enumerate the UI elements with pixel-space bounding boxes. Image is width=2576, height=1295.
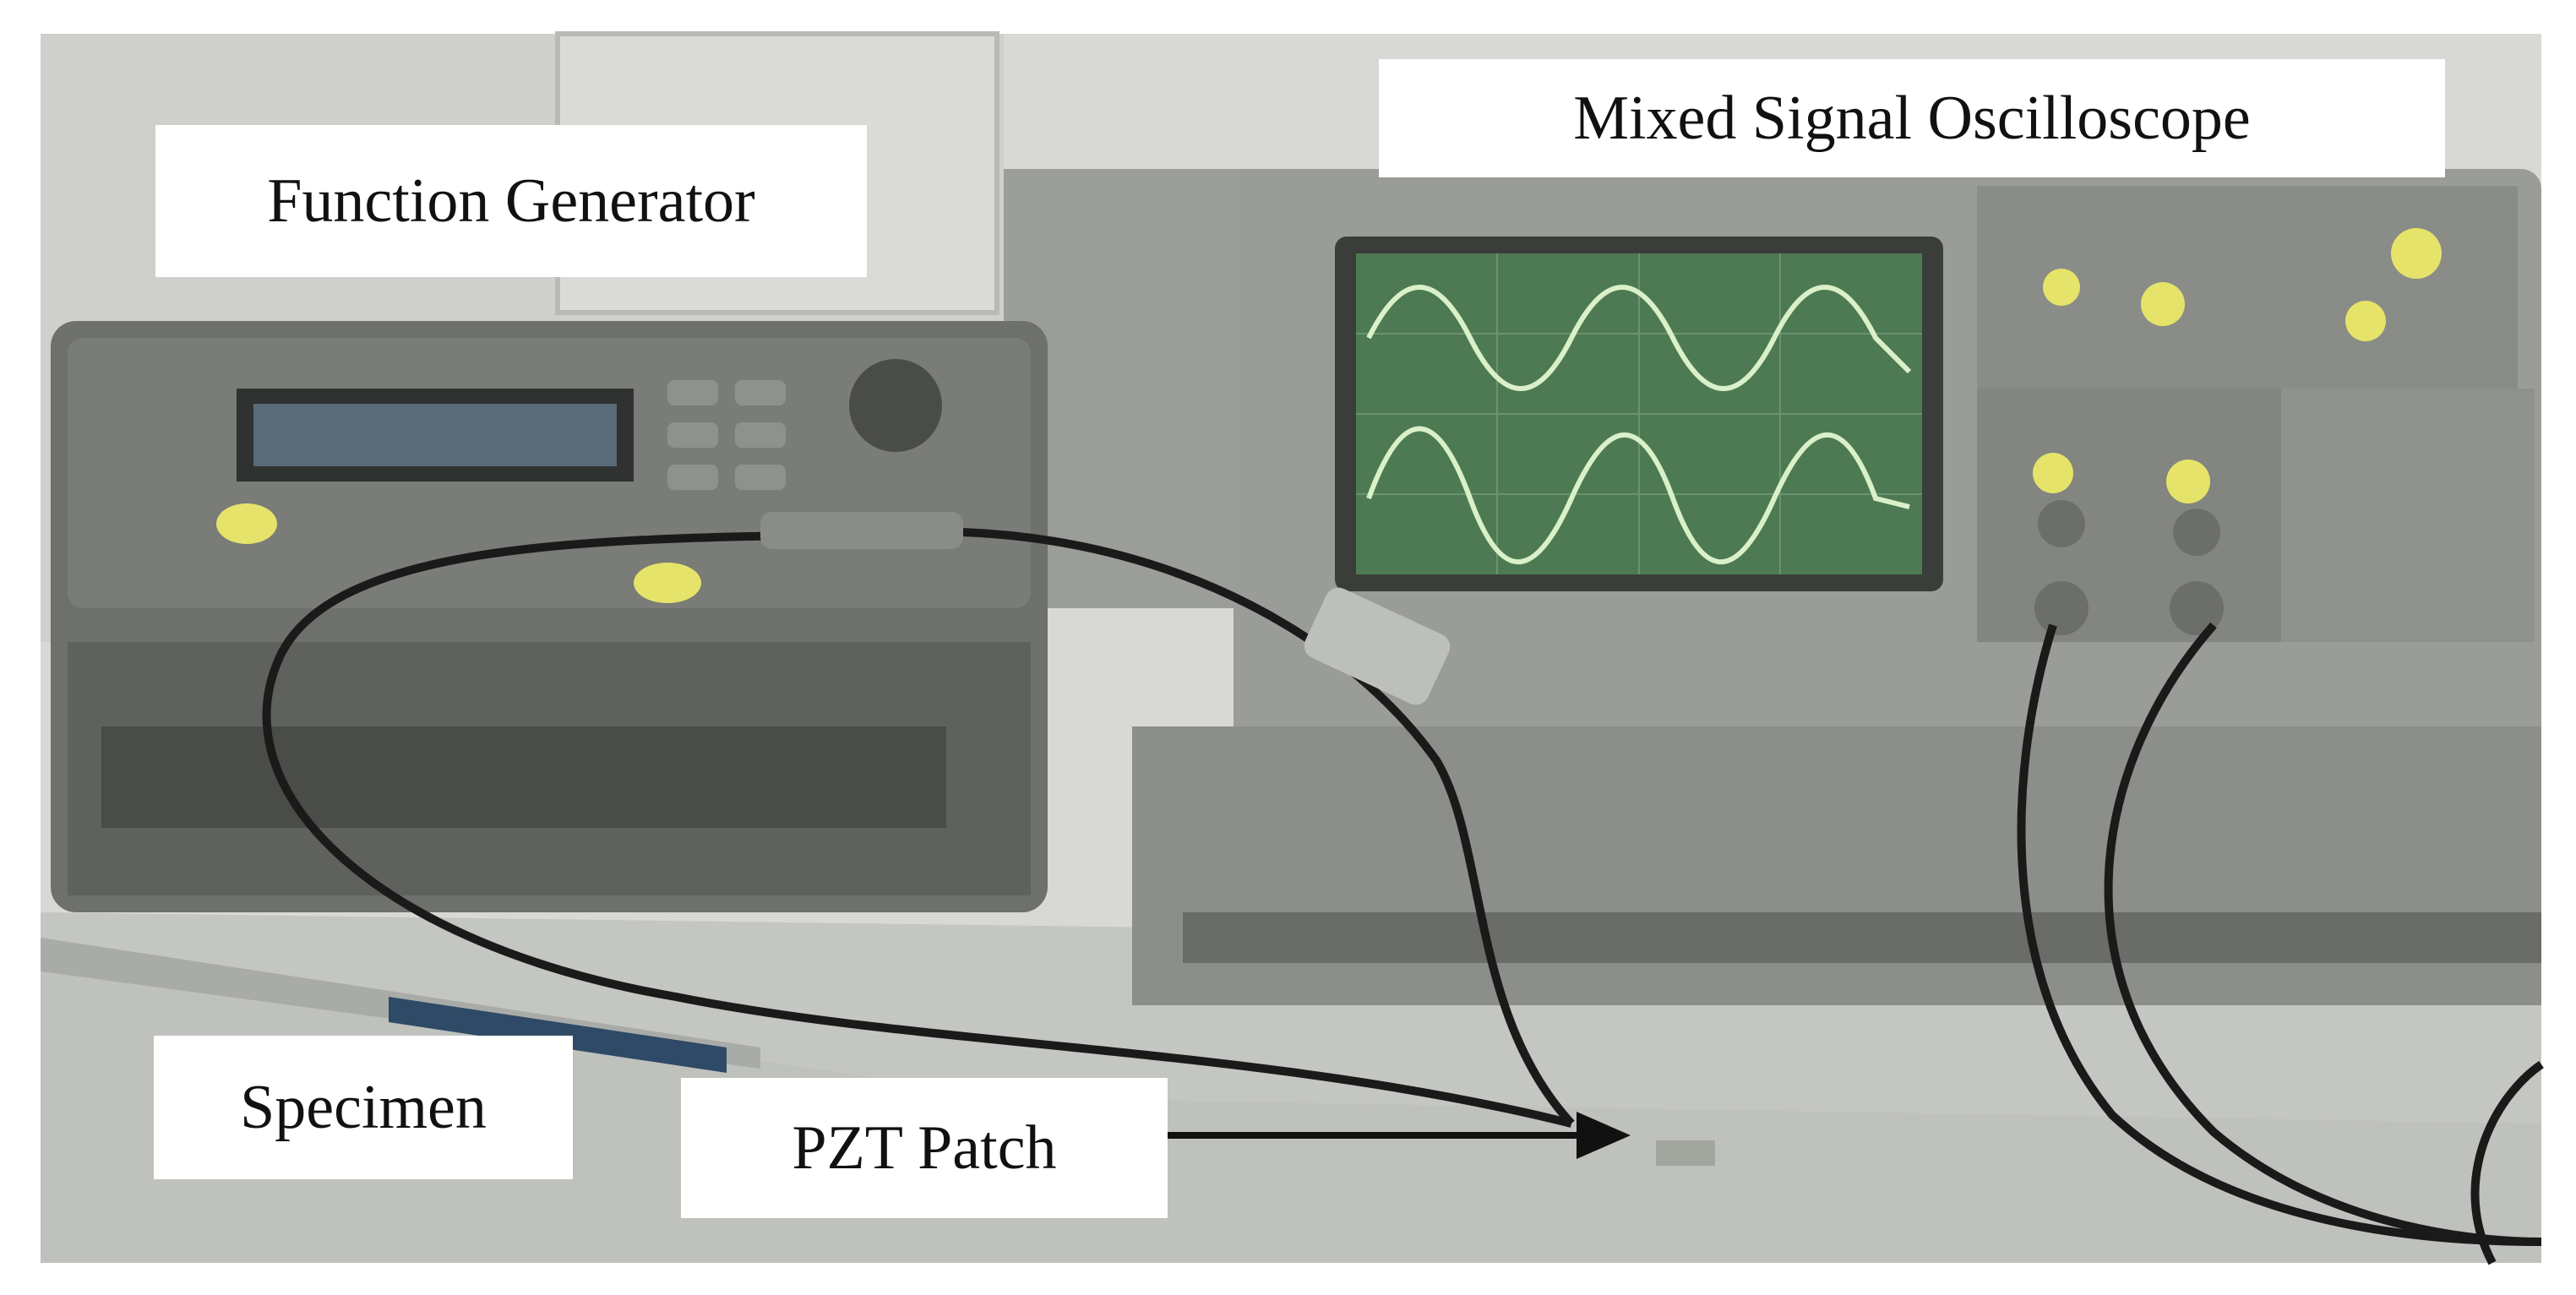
- oscilloscope-label: Mixed Signal Oscilloscope: [1379, 59, 2445, 177]
- oscilloscope-device: [1132, 169, 2541, 1005]
- pzt-arrow: [1168, 1112, 1631, 1159]
- bnc-connector: [760, 512, 963, 549]
- probe-clip: [1304, 587, 1451, 705]
- function-generator-device: [51, 321, 1048, 912]
- photo: [41, 31, 2544, 1265]
- specimen-rod: [41, 938, 760, 1073]
- function-generator-label: Function Generator: [155, 125, 867, 277]
- pzt-patch-label: PZT Patch: [681, 1078, 1168, 1218]
- pzt-patch: [1656, 1140, 1715, 1166]
- cables: [262, 528, 2544, 1265]
- specimen-label: Specimen: [154, 1036, 573, 1179]
